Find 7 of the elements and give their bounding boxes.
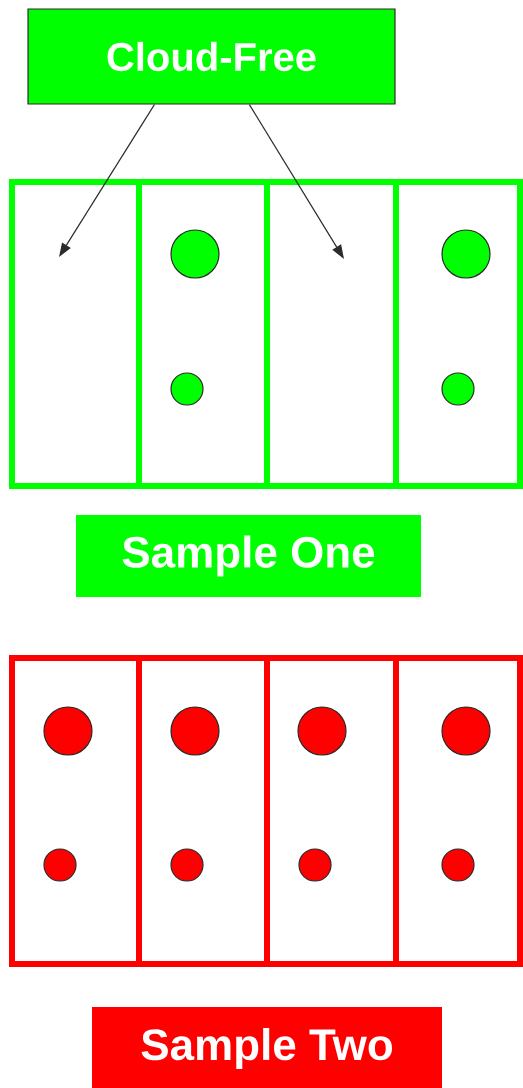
title-box: Cloud-Free bbox=[27, 8, 396, 105]
label-box: Sample Two bbox=[92, 1007, 442, 1088]
arrow bbox=[248, 104, 344, 259]
label-box: Sample One bbox=[76, 515, 421, 597]
arrow bbox=[59, 104, 155, 257]
lane-box bbox=[393, 179, 523, 489]
lane-box bbox=[393, 655, 523, 967]
